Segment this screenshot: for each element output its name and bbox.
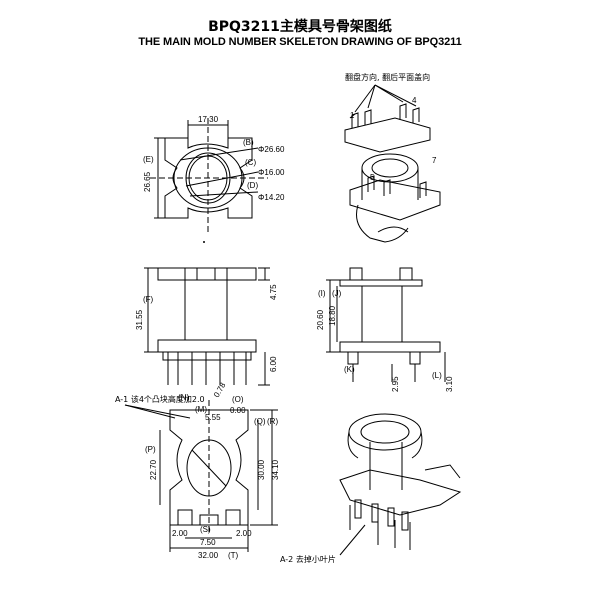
bottom-label-m: (M): [195, 405, 207, 414]
top-dia-d: Φ14.20: [258, 193, 285, 202]
isometric-bottom-view: [339, 413, 462, 556]
top-dia-c: Φ16.00: [258, 168, 285, 177]
iso-top-pin7: 7: [432, 156, 437, 165]
bottom-label-q: (Q): [254, 417, 266, 426]
top-label-d: (D): [247, 181, 258, 190]
iso-bottom-note-a2: A-2 去掉小叶片: [280, 554, 336, 564]
top-label-c: (C): [245, 158, 256, 167]
bottom-dim-s1: 2.00: [172, 529, 188, 538]
side-h1: 20.60: [316, 309, 325, 330]
bottom-height-r: 34.10: [271, 459, 280, 480]
top-dia-b: Φ26.60: [258, 145, 285, 154]
stray-dot: [203, 241, 205, 243]
bottom-height-q: 30.00: [257, 459, 266, 480]
front-view: [144, 267, 270, 386]
top-height-dim: 26.65: [143, 171, 152, 192]
bottom-label-t: (T): [228, 551, 239, 560]
isometric-top-view: [344, 84, 441, 243]
side-label-k: (K): [344, 365, 355, 374]
bottom-dim-o: 0.00: [230, 406, 246, 415]
bottom-dim-078: 0.78: [212, 381, 228, 399]
bottom-label-n: (N): [178, 393, 189, 402]
side-label-j: (J): [332, 289, 342, 298]
front-bottom-dim: 6.00: [269, 356, 278, 372]
bottom-label-s: (S): [200, 525, 211, 534]
iso-top-note: 翻盘方向, 翻后平面盖向: [345, 72, 430, 82]
iso-top-pin4: 4: [412, 96, 417, 105]
bottom-note-a1: A-1 该4个凸块高度加2.0: [115, 394, 205, 404]
iso-top-pin5: 5: [370, 173, 375, 182]
front-height-dim: 31.55: [135, 309, 144, 330]
side-pin-dim: 2.95: [391, 376, 400, 392]
bottom-dim-m: 5.55: [205, 413, 221, 422]
bottom-dim-s2: 7.50: [200, 538, 216, 547]
bottom-height-p: 22.70: [149, 459, 158, 480]
bottom-label-r: (R): [267, 417, 278, 426]
side-label-i: (I): [318, 289, 326, 298]
front-label-f: (F): [143, 295, 154, 304]
iso-top-pin1: 1: [350, 111, 355, 120]
bottom-label-p: (P): [145, 445, 156, 454]
bottom-width-t: 32.00: [198, 551, 219, 560]
top-view: [150, 118, 268, 235]
top-label-e: (E): [143, 155, 154, 164]
side-pin-len: 3.10: [445, 376, 454, 392]
side-view: [326, 267, 446, 382]
bottom-view: [124, 400, 278, 552]
side-label-l: (L): [432, 371, 442, 380]
top-width-dim: 17.30: [198, 115, 219, 124]
top-label-b: (B): [243, 138, 254, 147]
drawing-title-chinese: BPQ3211主模具号骨架图纸: [208, 19, 392, 35]
bottom-label-o: (O): [232, 395, 244, 404]
drawing-title-english: THE MAIN MOLD NUMBER SKELETON DRAWING OF…: [138, 36, 462, 48]
bottom-dim-s3: 2.00: [236, 529, 252, 538]
side-h2: 18.80: [328, 305, 337, 326]
front-top-dim: 4.75: [269, 284, 278, 300]
